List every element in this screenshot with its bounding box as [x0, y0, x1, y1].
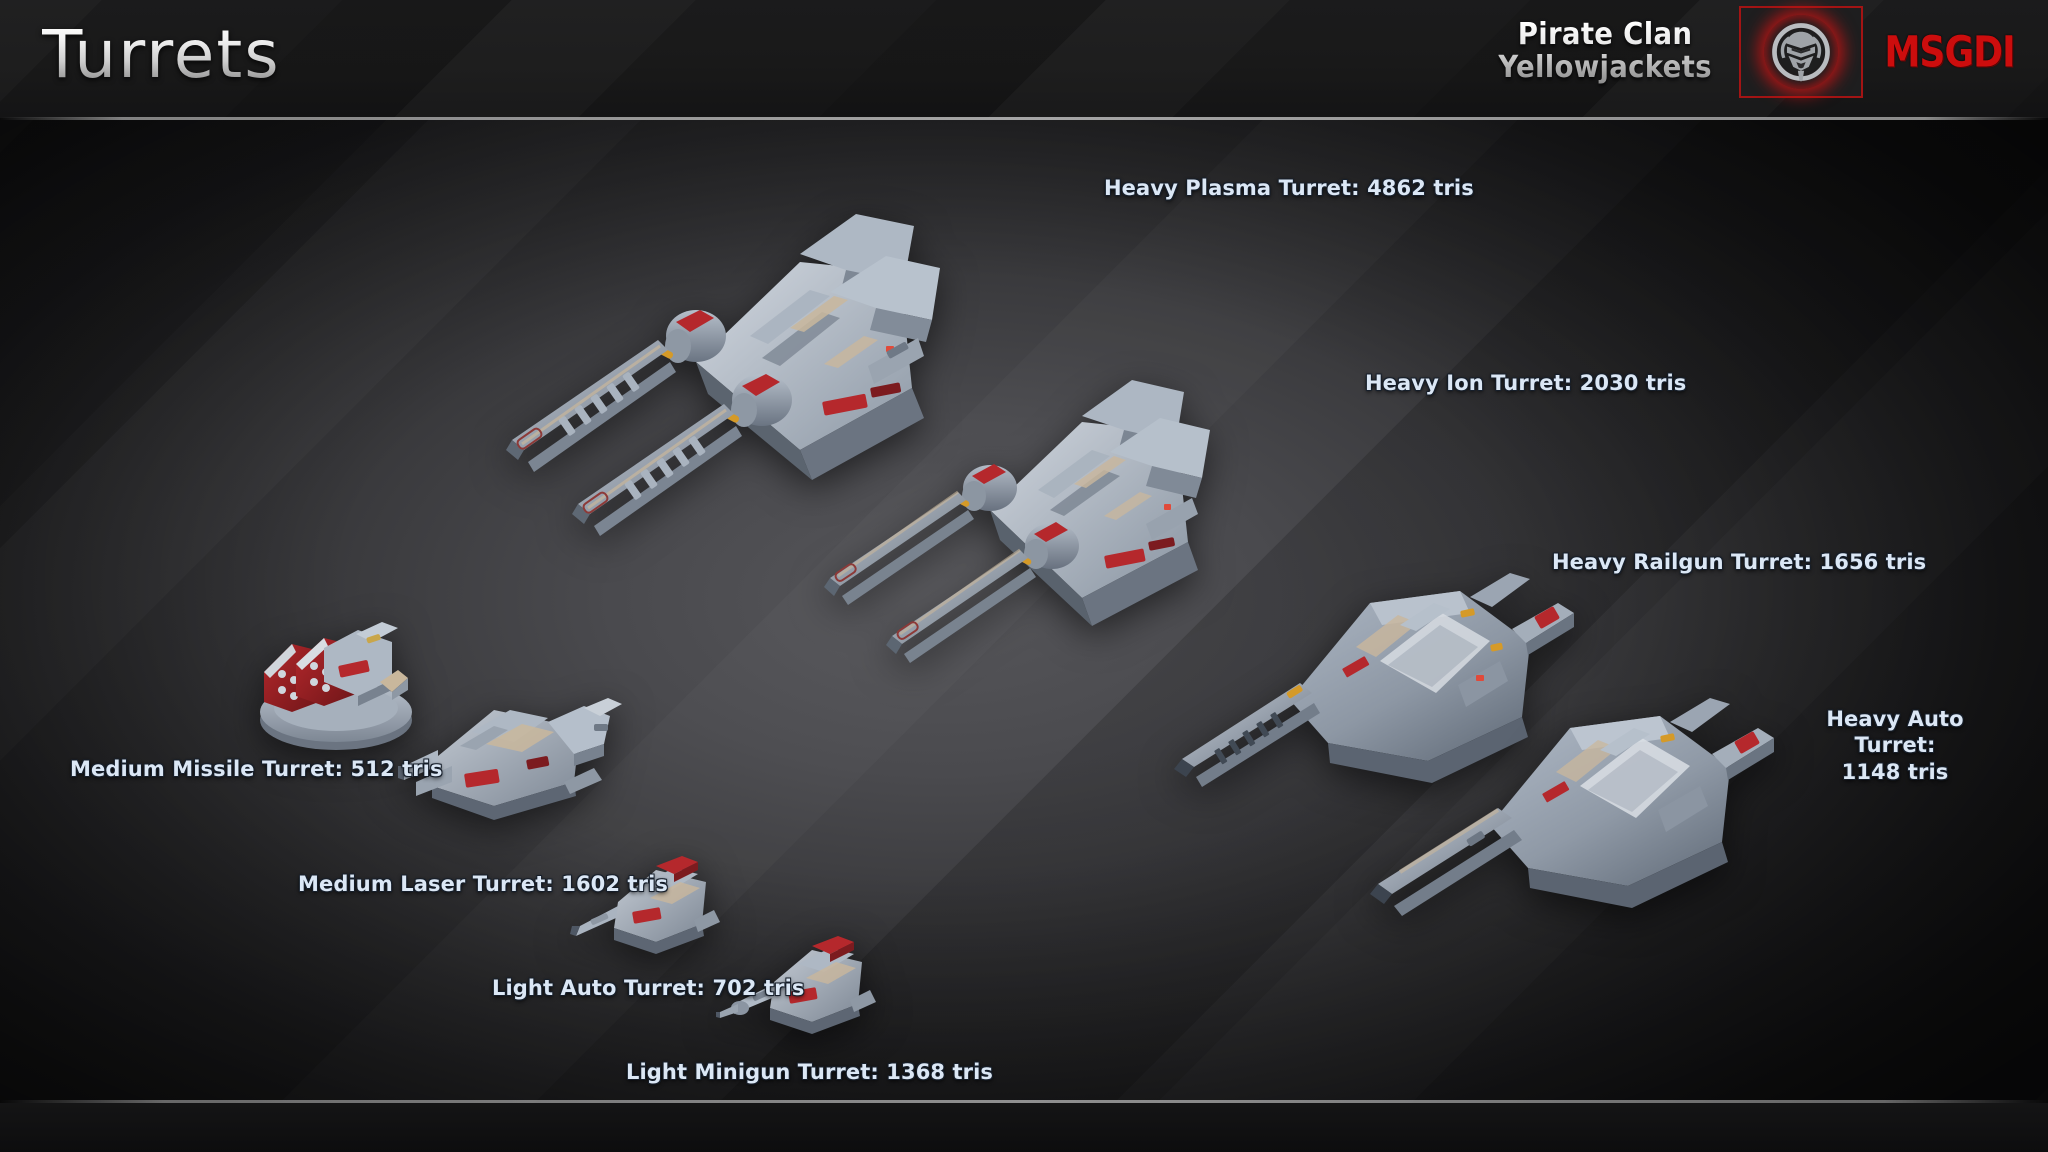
branding-cluster: Pirate Clan Yellowjackets — [1489, 6, 2024, 98]
medium-missile-turret-label: Medium Missile Turret: 512 tris — [70, 757, 443, 781]
light-minigun-turret-model — [716, 928, 888, 1048]
medium-missile-turret-model — [246, 608, 426, 758]
header-diagonal-stripes — [0, 0, 2048, 118]
medium-laser-turret-model — [398, 688, 628, 828]
clan-name-line-2: Yellowjackets — [1498, 50, 1712, 85]
studio-logo: MSGDI — [1884, 27, 2015, 77]
clan-badge — [1738, 6, 1863, 98]
page-title: Turrets — [42, 16, 281, 93]
heavy-auto-turret-label: Heavy Auto Turret: 1148 tris — [1826, 707, 1964, 784]
clan-name-line-1: Pirate Clan — [1517, 17, 1693, 53]
heavy-ion-turret-model — [820, 360, 1420, 690]
footer-divider — [0, 1100, 2048, 1103]
light-auto-turret-model — [570, 848, 730, 968]
medium-laser-turret-label: Medium Laser Turret: 1602 tris — [298, 872, 668, 896]
header-bar: Turrets Pirate Clan Yellowjackets — [0, 0, 2048, 118]
heavy-railgun-turret-label: Heavy Railgun Turret: 1656 tris — [1552, 550, 1927, 574]
heavy-railgun-turret-model — [1170, 565, 1590, 815]
heavy-auto-turret-model — [1370, 690, 1790, 940]
heavy-plasma-turret-label: Heavy Plasma Turret: 4862 tris — [1104, 176, 1474, 200]
light-auto-turret-label: Light Auto Turret: 702 tris — [492, 976, 805, 1000]
footer-bar — [0, 1103, 2048, 1152]
header-divider — [0, 117, 2048, 120]
light-minigun-turret-label: Light Minigun Turret: 1368 tris — [626, 1060, 994, 1084]
heavy-ion-turret-label: Heavy Ion Turret: 2030 tris — [1365, 371, 1687, 395]
clan-name: Pirate Clan Yellowjackets — [1498, 19, 1712, 84]
heavy-plasma-turret-model — [500, 150, 1160, 550]
yellowjacket-head-icon — [1772, 23, 1830, 82]
